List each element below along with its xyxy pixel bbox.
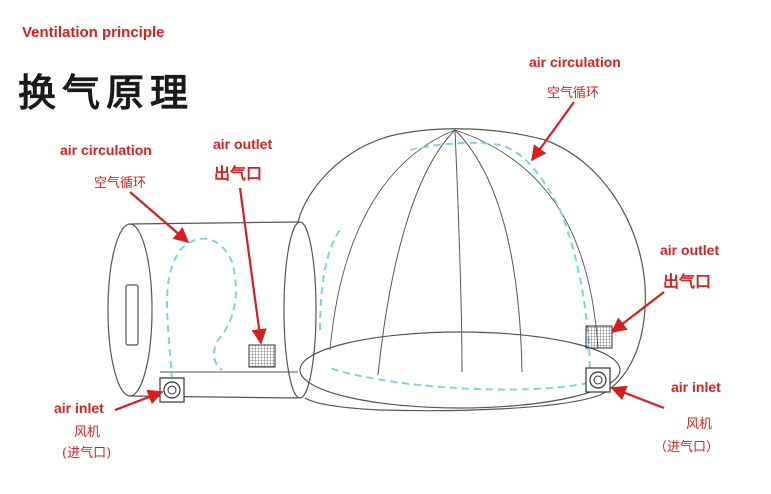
label-inlet-right-cn-fan: 风机 bbox=[686, 413, 712, 432]
airflow-dome-top bbox=[410, 143, 590, 380]
outlet-vent-left bbox=[249, 345, 275, 367]
pointer-arrows bbox=[115, 102, 664, 410]
label-circulation-right-en: air circulation bbox=[529, 54, 621, 70]
airflow-tunnel bbox=[167, 239, 236, 380]
pointer-inlet-left bbox=[115, 392, 162, 410]
inlet-fan-right bbox=[586, 368, 610, 392]
label-outlet-left-cn: 出气口 bbox=[214, 160, 262, 184]
airflow-dome-bottom bbox=[330, 368, 600, 390]
pointer-outlet-left bbox=[240, 188, 261, 343]
label-inlet-left-en: air inlet bbox=[54, 400, 104, 416]
pointer-outlet-right bbox=[612, 292, 664, 332]
inlet-fan-left bbox=[160, 378, 184, 402]
pointer-inlet-right bbox=[612, 388, 664, 408]
label-inlet-left-cn-inlet: (进气口) bbox=[62, 442, 111, 461]
label-inlet-left-cn-fan: 风机 bbox=[74, 421, 100, 440]
label-circulation-left-cn: 空气循环 bbox=[94, 172, 146, 191]
label-inlet-right-en: air inlet bbox=[671, 379, 721, 395]
label-outlet-right-cn: 出气口 bbox=[663, 268, 711, 292]
label-inlet-right-cn-inlet: （进气口） bbox=[654, 436, 719, 455]
title-english: Ventilation principle bbox=[22, 24, 165, 41]
label-circulation-right-cn: 空气循环 bbox=[547, 82, 599, 101]
label-outlet-right-en: air outlet bbox=[660, 242, 719, 258]
pointer-circ-left bbox=[130, 192, 188, 242]
label-circulation-left-en: air circulation bbox=[60, 142, 152, 158]
title-chinese: 换气原理 bbox=[18, 62, 194, 117]
airflow-dome-left bbox=[320, 230, 340, 330]
outlet-vent-right bbox=[586, 326, 612, 348]
tunnel-structure bbox=[108, 222, 298, 398]
label-outlet-left-en: air outlet bbox=[213, 136, 272, 152]
